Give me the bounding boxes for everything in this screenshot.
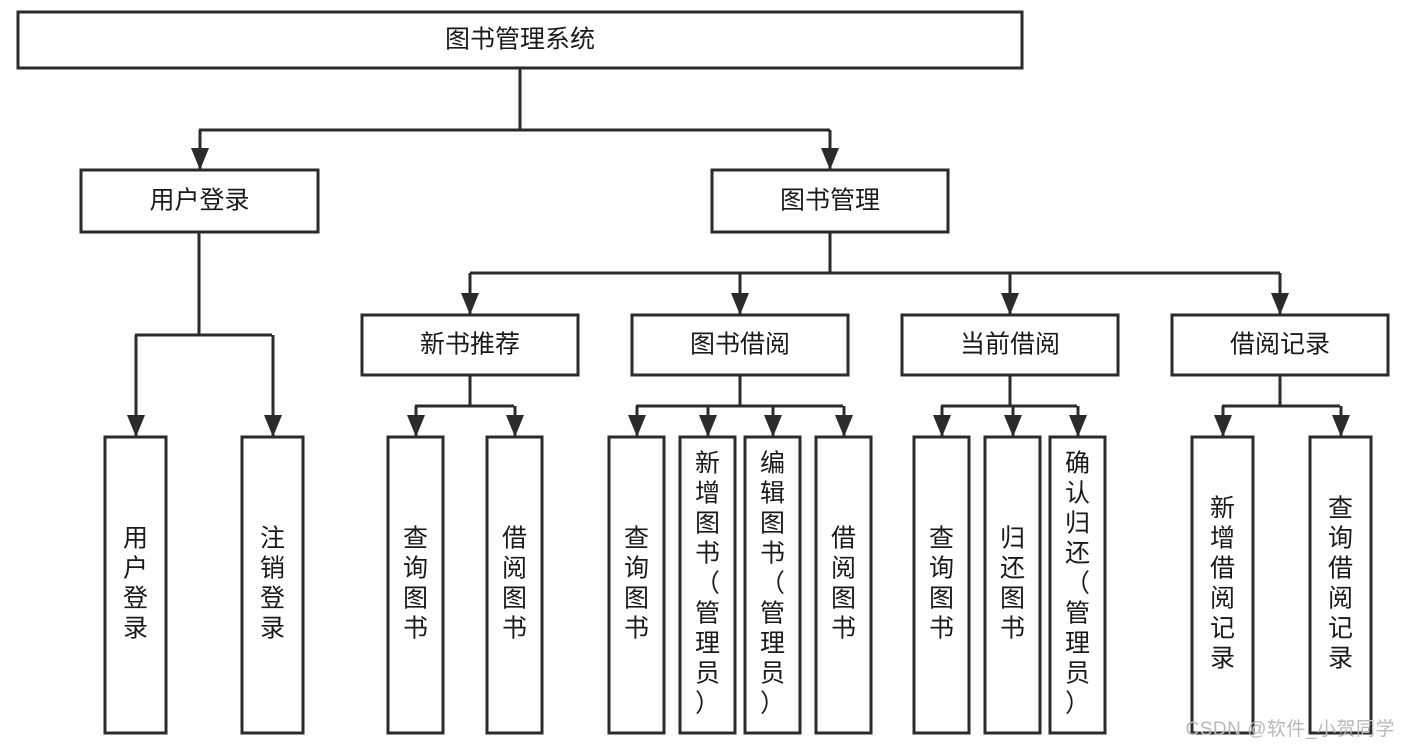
node-label-n-book-mgmt: 图书管理 (780, 187, 880, 215)
node-l-edit-book[interactable]: 编辑图书（管理员） (743, 435, 802, 735)
node-box-n-new-rec[interactable] (360, 313, 580, 377)
node-l-borrow-book-b[interactable]: 借阅图书 (814, 435, 873, 735)
node-n-current[interactable]: 当前借阅 (900, 313, 1120, 377)
node-l-logout[interactable]: 注销登录 (240, 435, 305, 735)
arrow-head-icon-l-confirm-return (1069, 415, 1087, 437)
node-label-n-new-rec: 新书推荐 (420, 331, 520, 359)
node-box-l-query-record[interactable] (1308, 435, 1373, 735)
node-l-query-book-a[interactable]: 查询图书 (386, 435, 445, 735)
arrow-head-icon-l-borrow-book-a (506, 415, 524, 437)
node-n-new-rec[interactable]: 新书推荐 (360, 313, 580, 377)
node-l-query-book-b[interactable]: 查询图书 (607, 435, 666, 735)
node-label-l-query-book-b: 查询图书 (624, 525, 649, 643)
node-l-user-login[interactable]: 用户登录 (103, 435, 168, 735)
node-label-l-return-book: 归还图书 (1000, 525, 1025, 643)
node-box-l-return-book[interactable] (983, 435, 1042, 735)
arrow-head-icon-l-return-book (1004, 415, 1022, 437)
arrow-head-icon-l-user-login (127, 415, 145, 437)
node-layer: 图书管理系统用户登录图书管理新书推荐图书借阅当前借阅借阅记录用户登录注销登录查询… (16, 10, 1390, 735)
node-l-confirm-return[interactable]: 确认归还（管理员） (1048, 435, 1107, 735)
node-l-query-record[interactable]: 查询借阅记录 (1308, 435, 1373, 735)
arrow-head-icon-l-add-record (1214, 415, 1232, 437)
arrow-head-icon-l-add-book (699, 415, 717, 437)
node-label-l-borrow-book-b: 借阅图书 (831, 525, 856, 643)
node-n-user-login[interactable]: 用户登录 (79, 168, 320, 234)
arrow-head-icon-n-current (1001, 293, 1019, 315)
node-label-n-user-login: 用户登录 (149, 187, 249, 215)
arrow-head-icon-l-query-book-b (628, 415, 646, 437)
arrow-head-icon-n-borrow (731, 293, 749, 315)
arrow-head-icon-n-user-login (191, 148, 209, 170)
node-label-l-user-login: 用户登录 (123, 525, 148, 643)
node-label-n-current: 当前借阅 (960, 331, 1060, 359)
arrow-head-icon-n-record (1271, 293, 1289, 315)
node-box-l-user-login[interactable] (103, 435, 168, 735)
node-label-root: 图书管理系统 (445, 26, 595, 54)
node-box-l-edit-book[interactable] (743, 435, 802, 735)
node-l-borrow-book-a[interactable]: 借阅图书 (485, 435, 544, 735)
node-label-l-edit-book: 编辑图书（管理员） (760, 450, 785, 718)
node-label-n-borrow: 图书借阅 (690, 331, 790, 359)
node-box-n-book-mgmt[interactable] (710, 168, 950, 234)
node-box-l-logout[interactable] (240, 435, 305, 735)
arrow-head-icon-l-logout (264, 415, 282, 437)
node-box-n-record[interactable] (1170, 313, 1390, 377)
node-box-l-add-book[interactable] (678, 435, 737, 735)
node-n-record[interactable]: 借阅记录 (1170, 313, 1390, 377)
node-box-l-query-book-a[interactable] (386, 435, 445, 735)
node-box-l-confirm-return[interactable] (1048, 435, 1107, 735)
node-box-l-borrow-book-a[interactable] (485, 435, 544, 735)
node-label-l-add-book: 新增图书（管理员） (695, 450, 720, 718)
arrow-head-icon-n-new-rec (461, 293, 479, 315)
node-l-add-record[interactable]: 新增借阅记录 (1190, 435, 1255, 735)
node-l-add-book[interactable]: 新增图书（管理员） (678, 435, 737, 735)
node-label-l-query-book-c: 查询图书 (929, 525, 954, 643)
node-label-l-confirm-return: 确认归还（管理员） (1065, 450, 1090, 718)
node-box-n-current[interactable] (900, 313, 1120, 377)
node-label-n-record: 借阅记录 (1230, 331, 1330, 359)
node-n-borrow[interactable]: 图书借阅 (630, 313, 850, 377)
node-l-return-book[interactable]: 归还图书 (983, 435, 1042, 735)
node-box-l-query-book-b[interactable] (607, 435, 666, 735)
node-label-l-borrow-book-a: 借阅图书 (502, 525, 527, 643)
arrow-head-icon-n-book-mgmt (821, 148, 839, 170)
node-box-l-add-record[interactable] (1190, 435, 1255, 735)
arrow-head-icon-l-edit-book (764, 415, 782, 437)
node-label-l-query-book-a: 查询图书 (403, 525, 428, 643)
node-label-l-query-record: 查询借阅记录 (1328, 495, 1353, 673)
node-box-l-query-book-c[interactable] (912, 435, 971, 735)
node-l-query-book-c[interactable]: 查询图书 (912, 435, 971, 735)
node-box-n-user-login[interactable] (79, 168, 320, 234)
node-label-l-logout: 注销登录 (260, 525, 285, 643)
node-box-n-borrow[interactable] (630, 313, 850, 377)
watermark-label: CSDN @软件_小贺同学 (1185, 719, 1395, 740)
node-box-l-borrow-book-b[interactable] (814, 435, 873, 735)
arrow-head-icon-l-query-record (1332, 415, 1350, 437)
node-label-l-add-record: 新增借阅记录 (1210, 495, 1235, 673)
arrow-head-icon-l-query-book-c (933, 415, 951, 437)
arrow-head-icon-l-borrow-book-b (835, 415, 853, 437)
connector-layer (127, 68, 1350, 437)
node-box-root[interactable] (16, 10, 1024, 70)
node-root[interactable]: 图书管理系统 (16, 10, 1024, 70)
arrow-head-icon-l-query-book-a (407, 415, 425, 437)
node-n-book-mgmt[interactable]: 图书管理 (710, 168, 950, 234)
